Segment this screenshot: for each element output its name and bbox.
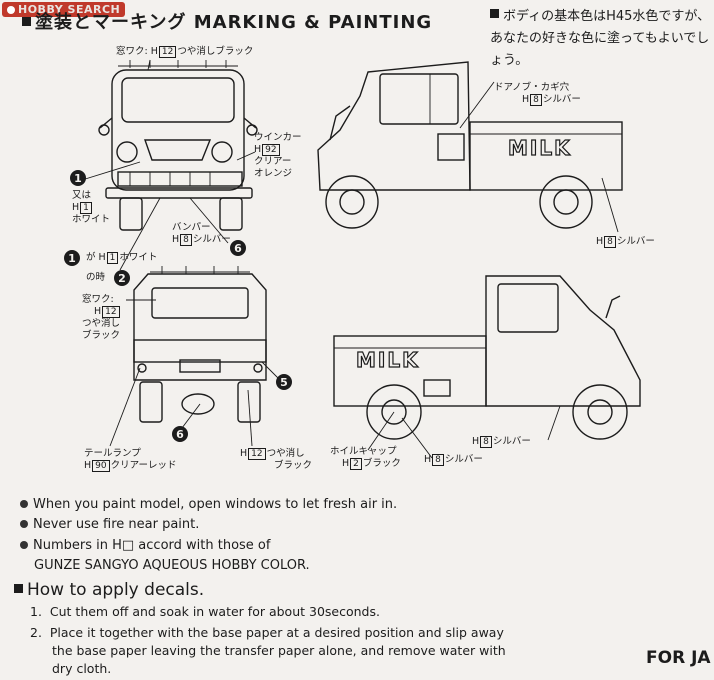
section-title-text: 塗装とマーキング MARKING & PAINTING [35, 12, 433, 33]
decal-step-2-cont-2: dry cloth. [52, 661, 112, 676]
body-color-note-text: ボディの基本色はH45水色ですが、あなたの好きな色に塗ってもよいでしょう。 [490, 9, 711, 68]
body-color-note: ボディの基本色はH45水色ですが、あなたの好きな色に塗ってもよいでしょう。 [490, 6, 712, 72]
decal-step-2-cont-1: the base paper leaving the transfer pape… [52, 643, 506, 658]
section-title: 塗装とマーキング MARKING & PAINTING [22, 8, 432, 34]
rear-view-drawing [109, 266, 281, 447]
milk-logo-side2: MILK [355, 347, 420, 372]
when-h1-white-label-2: の時 [86, 272, 106, 283]
hobby-search-watermark: HOBBY SEARCH [2, 2, 126, 17]
logo-dot-icon [7, 6, 15, 14]
marker-1: 1 [70, 170, 86, 186]
footer-for-ja: FOR JA [646, 648, 711, 668]
marker-5: 5 [276, 374, 292, 390]
front-view-drawing [81, 59, 258, 271]
marker-6-rear: 6 [172, 426, 188, 442]
side-view-drawing-2 [333, 275, 641, 459]
note-color-numbers: Numbers in H□ accord with those of [20, 537, 270, 555]
marker-6-front: 6 [230, 240, 246, 256]
square-bullet-icon [22, 17, 31, 26]
note-no-fire: Never use fire near paint. [20, 516, 199, 534]
note-open-windows: When you paint model, open windows to le… [20, 496, 397, 514]
bullet-icon [20, 541, 28, 549]
decal-step-2: 2. Place it together with the base paper… [30, 625, 504, 640]
bullet-icon [20, 520, 28, 528]
square-bullet-icon [490, 9, 499, 18]
marker-2: 2 [114, 270, 130, 286]
watermark-text: HOBBY SEARCH [18, 3, 121, 16]
decal-step-1: 1. Cut them off and soak in water for ab… [30, 604, 380, 619]
side-view-drawing-1 [317, 61, 623, 233]
note-gunze: GUNZE SANGYO AQUEOUS HOBBY COLOR. [34, 558, 310, 573]
milk-logo-side1: MILK [507, 135, 572, 160]
decals-title: How to apply decals. [14, 580, 204, 600]
bullet-icon [20, 500, 28, 508]
square-bullet-icon [14, 584, 23, 593]
marker-1-note: 1 [64, 250, 80, 266]
